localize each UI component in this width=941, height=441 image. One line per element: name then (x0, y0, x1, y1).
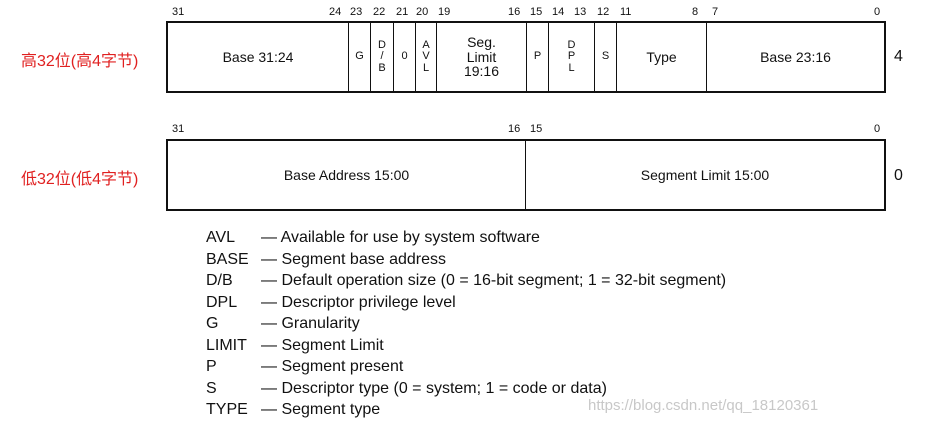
field-avl-line: V (422, 50, 430, 63)
legend-key: D/B (206, 272, 233, 289)
bit-number: 20 (416, 6, 429, 18)
high-32-bits-label: 高32位(高4字节) (21, 53, 139, 70)
legend-description: — Segment Limit (261, 336, 384, 354)
legend-description: — Default operation size (0 = 16-bit seg… (261, 272, 727, 289)
legend-description: — Segment base address (261, 250, 446, 268)
field-seg-limit-19-16-line: Seg. (467, 33, 496, 50)
legend-key: LIMIT (206, 336, 247, 354)
bit-number: 31 (172, 123, 185, 135)
field-dpl-line: L (568, 61, 575, 74)
legend-key: DPL (206, 293, 238, 311)
bit-number: 14 (552, 6, 565, 18)
legend-key: S (206, 379, 217, 397)
legend-item: TYPE — Segment type (206, 399, 726, 421)
bit-number: 15 (530, 6, 543, 18)
legend-item: BASE — Segment base address (206, 249, 726, 271)
field-dpl-line: D (567, 38, 576, 51)
bit-number: 22 (373, 6, 386, 18)
legend-description: — Available for use by system software (261, 229, 540, 246)
legend-item: LIMIT — Segment Limit (206, 335, 726, 357)
bit-number: 7 (712, 6, 719, 18)
field-avl-line: A (422, 38, 430, 51)
field-db-line: D (378, 38, 386, 51)
high-row-offset: 4 (894, 48, 903, 65)
legend-description: — Granularity (261, 315, 360, 332)
bit-number: 21 (396, 6, 409, 18)
bit-number: 19 (438, 6, 451, 18)
field-db-line: / (380, 50, 384, 63)
legend: AVL — Available for use by system softwar… (206, 227, 726, 421)
bit-number: 16 (508, 6, 521, 18)
legend-item: S — Descriptor type (0 = system; 1 = code… (206, 378, 726, 400)
legend-item: DPL — Descriptor privilege level (206, 292, 726, 314)
low-row-offset: 0 (894, 167, 903, 184)
bit-number: 0 (874, 123, 881, 135)
legend-key: BASE (206, 250, 249, 268)
field-dpl-line: P (567, 50, 576, 63)
field-seg-limit-19-16-line: 19:16 (463, 63, 500, 80)
bit-number: 31 (172, 6, 185, 18)
legend-description: — Segment present (261, 358, 404, 375)
field-g: G (349, 23, 371, 91)
field-seg-limit-19-16-line: Limit (466, 48, 497, 65)
field-base-address-15-00: Base Address 15:00 (168, 141, 526, 209)
legend-item: AVL — Available for use by system softwar… (206, 227, 726, 249)
bit-number: 8 (692, 6, 699, 18)
field-base-23-16: Base 23:16 (760, 48, 831, 65)
field-s: S (595, 23, 617, 91)
field-segment-limit-15-00: Segment Limit 15:00 (640, 166, 770, 183)
bit-number: 11 (620, 6, 632, 18)
field-base-31-24: Base 31:24 (168, 23, 349, 91)
legend-description: — Descriptor type (0 = system; 1 = code … (261, 379, 607, 397)
bit-number: 0 (874, 6, 881, 18)
legend-key: AVL (206, 229, 236, 246)
bit-number: 12 (597, 6, 610, 18)
field-db-line: B (378, 61, 386, 74)
low-descriptor-register: Base Address 15:00 Segment Limit 15:00 (166, 139, 886, 211)
legend-item: G — Granularity (206, 313, 726, 335)
field-p: P (527, 23, 549, 91)
bit-number: 16 (508, 123, 521, 135)
legend-key: TYPE (206, 401, 248, 418)
bit-number: 13 (574, 6, 587, 18)
legend-key: P (206, 358, 217, 375)
field-type: Type (617, 23, 707, 91)
legend-item: P — Segment present (206, 356, 726, 378)
field-db: D/B (371, 23, 394, 91)
watermark: https://blog.csdn.net/qq_18120361 (588, 397, 819, 414)
legend-key: G (206, 315, 219, 332)
field-avl-line: L (422, 61, 430, 74)
bit-number: 15 (530, 123, 543, 135)
bit-number: 24 (329, 6, 342, 18)
legend-description: — Segment type (261, 401, 381, 418)
legend-description: — Descriptor privilege level (261, 293, 456, 311)
bit-number: 23 (350, 6, 363, 18)
legend-item: D/B — Default operation size (0 = 16-bit … (206, 270, 726, 292)
field-zero: 0 (394, 23, 416, 91)
low-32-bits-label: 低32位(低4字节) (21, 171, 139, 188)
